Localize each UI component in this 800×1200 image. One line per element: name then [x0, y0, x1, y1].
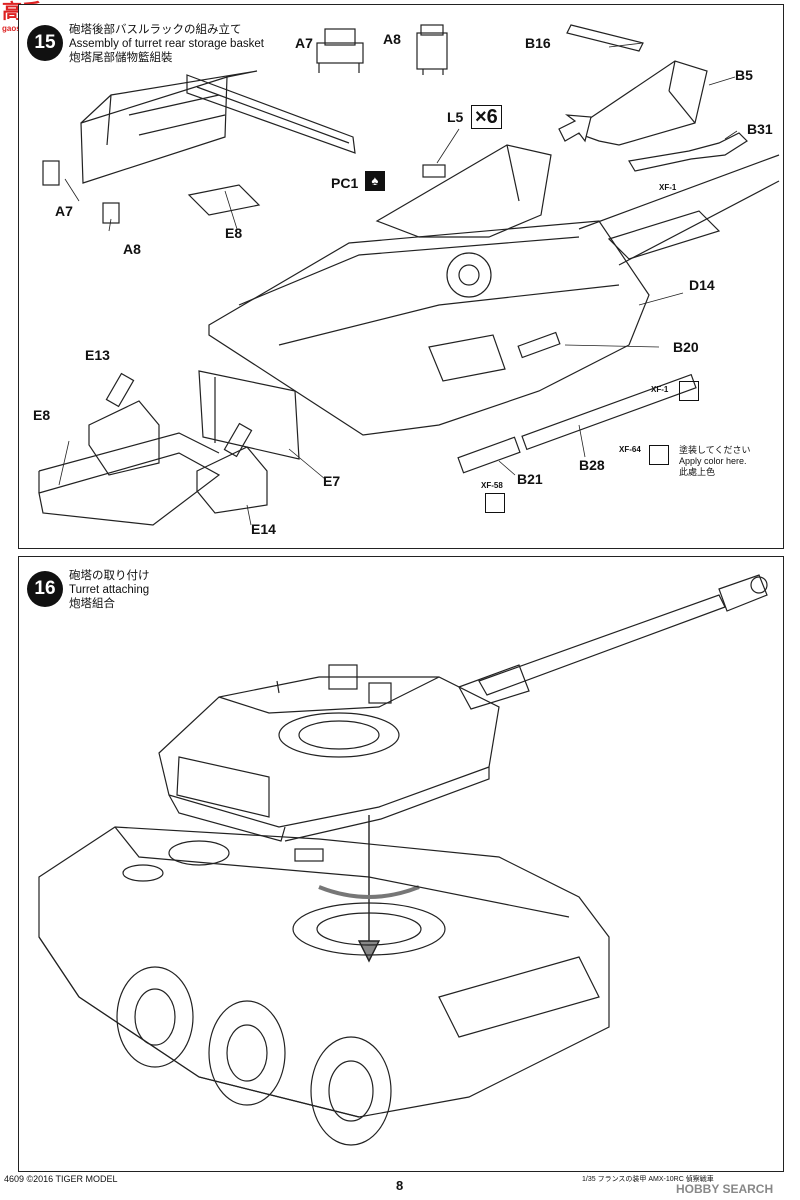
label-b21: B21	[517, 471, 543, 487]
step-15-panel: 15 砲塔後部バスルラックの組み立て Assembly of turret re…	[18, 4, 784, 549]
wheels-drawing	[116, 966, 392, 1146]
footer-product: 1/35 フランスの装甲 AMX-10RC 偵察戦車	[582, 1176, 714, 1183]
paint-xf58: XF-58	[481, 481, 503, 490]
step-15-title-cn: 炮塔尾部儲物籃組裝	[69, 52, 173, 64]
part-a7-top-drawing	[316, 28, 364, 73]
part-a8-top-drawing	[416, 24, 448, 75]
label-b31: B31	[747, 121, 773, 137]
paint-box-xf58	[485, 493, 505, 513]
label-a8: A8	[123, 241, 141, 257]
part-e13-drawing	[88, 372, 160, 476]
step-16-title-en: Turret attaching	[69, 584, 150, 596]
paint-xf1-b: XF-1	[651, 385, 669, 394]
part-a7-left-drawing	[42, 160, 60, 186]
step-16-title-jp: 砲塔の取り付け	[69, 570, 150, 582]
label-e7: E7	[323, 473, 341, 489]
rotation-arrow	[318, 885, 420, 899]
part-b16-drawing	[566, 24, 644, 52]
label-b5: B5	[735, 67, 753, 83]
part-b20-drawing	[517, 331, 561, 359]
part-b21-drawing	[457, 436, 521, 474]
step-16-drawing	[38, 574, 768, 1146]
footer-copyright: 4609 ©2016 TIGER MODEL	[4, 1174, 118, 1184]
paint-box-xf64	[649, 445, 669, 465]
label-pc1: PC1	[331, 175, 359, 191]
label-d14: D14	[689, 277, 715, 293]
paint-xf64: XF-64	[619, 445, 641, 454]
leader-lines	[58, 42, 738, 526]
label-l5: L5	[447, 109, 464, 125]
glue-icon: ♠	[365, 171, 385, 191]
turret-drawing	[158, 664, 500, 842]
step-15-drawing	[38, 24, 780, 526]
label-b16: B16	[525, 35, 551, 51]
step-16-number: 16	[27, 571, 63, 607]
label-b28: B28	[579, 457, 605, 473]
label-e8-top: E8	[225, 225, 243, 241]
paint-xf1-a: XF-1	[659, 183, 677, 192]
hull-drawing	[38, 826, 610, 1118]
part-plate-drawing	[186, 74, 356, 154]
part-l5-drawing	[422, 164, 446, 178]
apply-color-jp: 塗装してください	[679, 445, 751, 455]
part-a8-left-drawing	[102, 202, 120, 224]
label-a8-top: A8	[383, 31, 401, 47]
gun-barrel-drawing	[458, 574, 768, 710]
step-16-panel: 16 砲塔の取り付け Turret attaching 炮塔組合	[18, 556, 784, 1172]
install-arrow	[357, 815, 381, 963]
apply-color-en: Apply color here.	[679, 456, 747, 466]
label-a7-top: A7	[295, 35, 313, 51]
step-16-title-cn: 炮塔組合	[69, 598, 115, 610]
apply-color-note: 塗装してください Apply color here. 此處上色	[679, 445, 750, 478]
part-e7-drawing	[198, 370, 300, 460]
step-16-title: 砲塔の取り付け Turret attaching 炮塔組合	[69, 569, 150, 611]
label-e8: E8	[33, 407, 51, 423]
turret-deck-drawing	[208, 154, 780, 436]
step-15-title: 砲塔後部バスルラックの組み立て Assembly of turret rear …	[69, 23, 264, 65]
footer-page-number: 8	[396, 1178, 404, 1193]
part-e8-basket-drawing	[80, 70, 261, 216]
label-e13: E13	[85, 347, 110, 363]
label-a7: A7	[55, 203, 73, 219]
step-15-title-en: Assembly of turret rear storage basket	[69, 38, 264, 50]
part-b31-drawing	[628, 132, 748, 172]
part-turret-lid-drawing	[375, 144, 552, 238]
label-b20: B20	[673, 339, 699, 355]
label-times-6: ×6	[471, 105, 502, 129]
label-e14: E14	[251, 521, 276, 537]
step-15-number: 15	[27, 25, 63, 61]
footer-watermark: HOBBY SEARCH	[676, 1182, 774, 1196]
apply-color-cn: 此處上色	[679, 467, 716, 477]
step-15-title-jp: 砲塔後部バスルラックの組み立て	[69, 24, 242, 36]
part-b5-drawing	[569, 60, 708, 146]
paint-box-xf1-b	[679, 381, 699, 401]
direction-arrow	[558, 114, 592, 143]
hatch-drawing	[428, 334, 506, 382]
part-e8-lower-drawing	[38, 432, 221, 526]
